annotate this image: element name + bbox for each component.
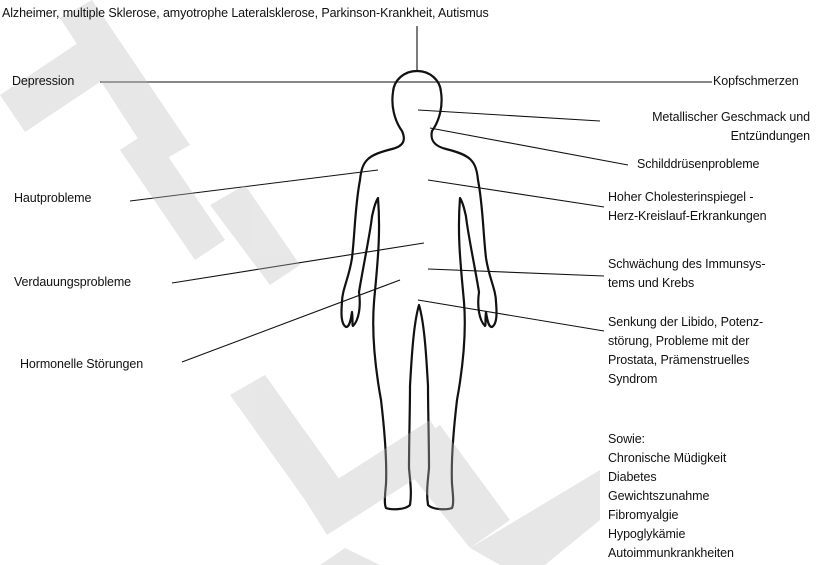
label-cholesterin: Hoher Cholesterinspiegel - Herz-Kreislau…	[608, 188, 766, 226]
label-libido: Senkung der Libido, Potenz- störung, Pro…	[608, 313, 763, 389]
leader-line-schilddruese	[430, 128, 628, 165]
leader-line-metallischer	[418, 110, 600, 121]
label-hormonell: Hormonelle Störungen	[20, 355, 143, 374]
label-neurological: Alzheimer, multiple Sklerose, amyotrophe…	[2, 4, 489, 23]
label-kopfschmerzen: Kopfschmerzen	[713, 72, 799, 91]
label-immunsystem: Schwächung des Immunsys- tems und Krebs	[608, 255, 765, 293]
leader-line-haut	[130, 170, 378, 201]
leader-line-libido	[418, 300, 604, 331]
leader-line-hormonell	[182, 280, 400, 362]
label-hautprobleme: Hautprobleme	[14, 189, 91, 208]
leader-line-immun	[428, 269, 604, 276]
leader-line-verdauung	[172, 243, 424, 283]
label-schilddruese: Schilddrüsenprobleme	[637, 155, 759, 174]
label-metallischer-geschmack: Metallischer Geschmack und Entzündungen	[652, 108, 810, 146]
label-depression: Depression	[12, 72, 74, 91]
human-body-outline	[341, 71, 496, 509]
label-verdauung: Verdauungsprobleme	[14, 273, 131, 292]
leader-line-cholesterin	[428, 180, 604, 207]
label-sowie-list: Sowie: Chronische Müdigkeit Diabetes Gew…	[608, 430, 734, 563]
